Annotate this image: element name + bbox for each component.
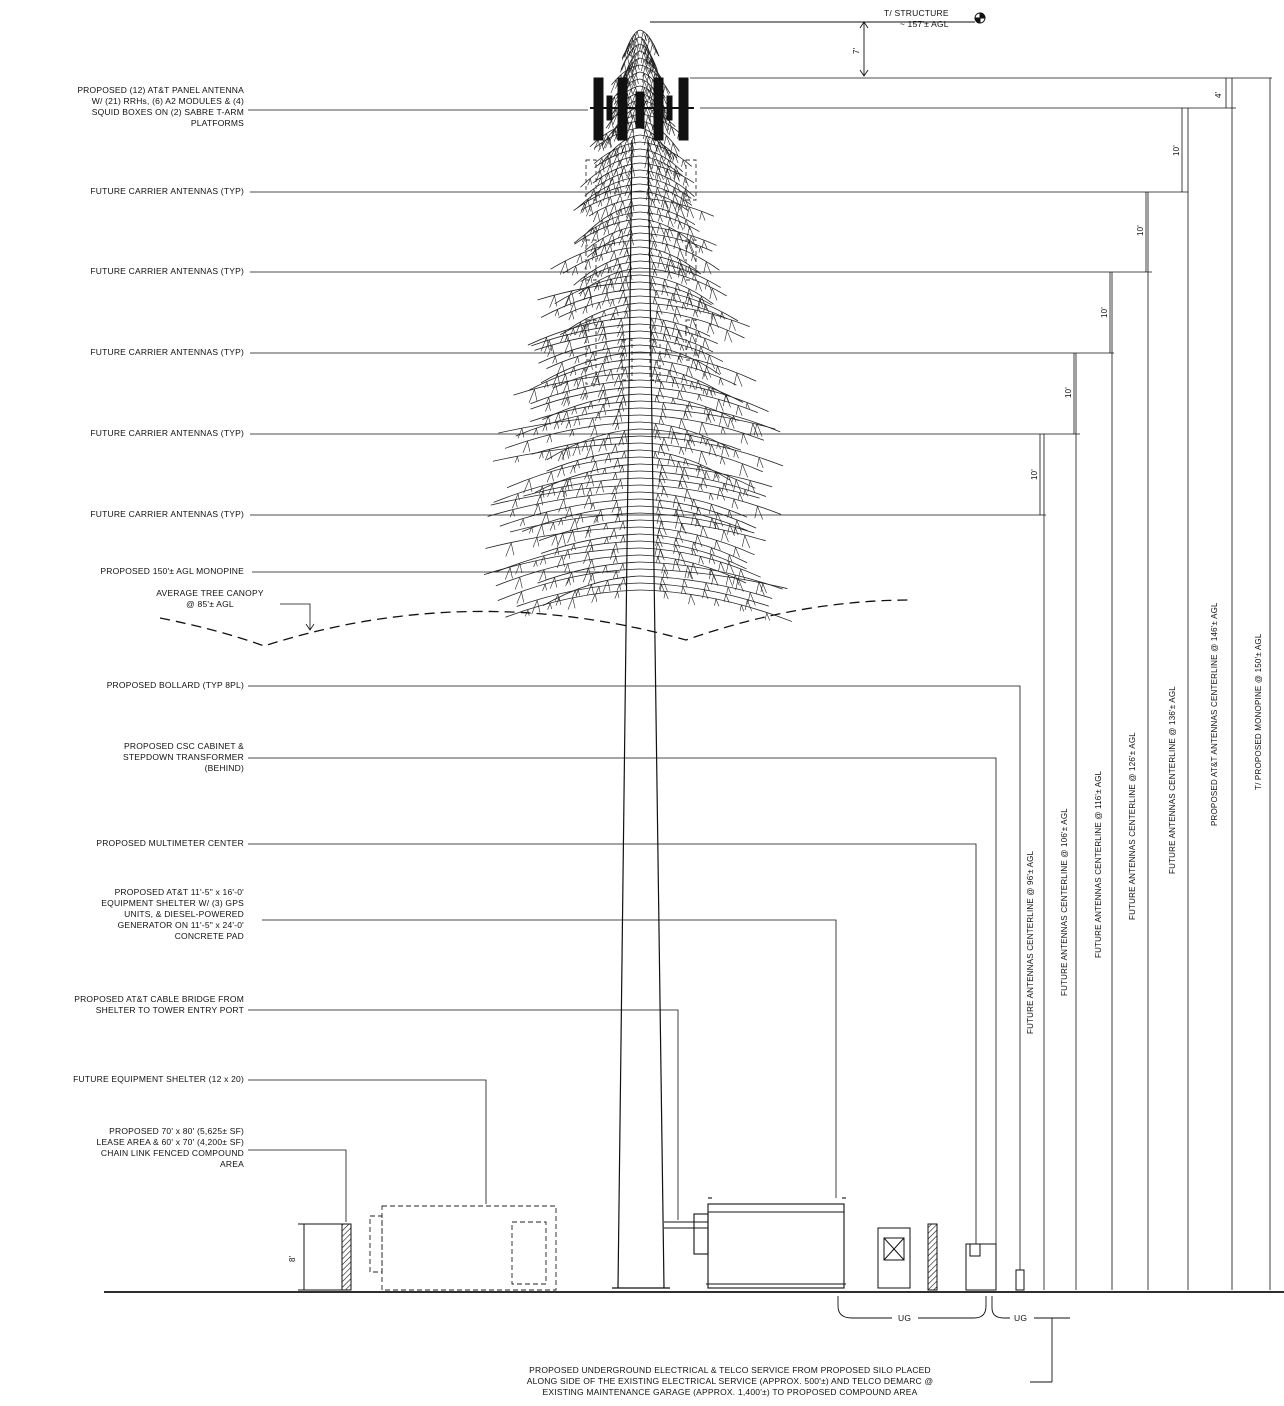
elev-future-96: FUTURE ANTENNAS CENTERLINE @ 96'± AGL	[1026, 850, 1035, 1034]
top-structure-marker	[650, 12, 986, 77]
callout-future-4: FUTURE CARRIER ANTENNAS (TYP)	[90, 428, 244, 438]
dim-10ft-d: 10'	[1064, 386, 1073, 398]
callout-multimeter: PROPOSED MULTIMETER CENTER	[96, 838, 244, 848]
dim-top-7ft: 7'	[852, 47, 861, 54]
dim-att-4ft: 4'	[1214, 91, 1223, 98]
ug-label-1: UG	[898, 1313, 912, 1323]
top-structure-label: T/ STRUCTURE ~ 157'± AGL	[884, 8, 949, 29]
callout-canopy: AVERAGE TREE CANOPY @ 85'± AGL	[156, 588, 264, 609]
underground-service-note: PROPOSED UNDERGROUND ELECTRICAL & TELCO …	[526, 1365, 934, 1397]
elev-future-126: FUTURE ANTENNAS CENTERLINE @ 126'± AGL	[1128, 732, 1137, 920]
future-equipment-shelter	[369, 1205, 557, 1291]
bollard	[1015, 1269, 1025, 1291]
underground-service	[837, 1296, 1070, 1383]
elev-future-136: FUTURE ANTENNAS CENTERLINE @ 136'± AGL	[1168, 686, 1177, 874]
elev-future-116: FUTURE ANTENNAS CENTERLINE @ 116'± AGL	[1094, 770, 1103, 958]
monopine-trunk	[612, 139, 670, 1289]
tree-canopy-line	[159, 599, 913, 647]
callout-cable-bridge: PROPOSED AT&T CABLE BRIDGE FROM SHELTER …	[74, 994, 244, 1015]
canopy-dimension	[280, 603, 315, 631]
csc-cabinet	[877, 1227, 911, 1289]
elev-future-106: FUTURE ANTENNAS CENTERLINE @ 106'± AGL	[1060, 808, 1069, 996]
callout-future-1: FUTURE CARRIER ANTENNAS (TYP)	[90, 186, 244, 196]
multimeter-center	[965, 1243, 997, 1291]
chain-link-fence	[298, 1223, 938, 1291]
callout-shelter: PROPOSED AT&T 11'-5" x 16'-0' EQUIPMENT …	[101, 887, 244, 941]
att-equipment-shelter	[664, 1197, 846, 1289]
future-antennas-dashed	[585, 159, 697, 385]
callout-future-5: FUTURE CARRIER ANTENNAS (TYP)	[90, 509, 244, 519]
elev-att-146: PROPOSED AT&T ANTENNAS CENTERLINE @ 146'…	[1210, 602, 1219, 826]
callout-monopine: PROPOSED 150'± AGL MONOPINE	[100, 566, 244, 576]
callout-leaders	[248, 109, 1188, 1272]
callout-att-antenna: PROPOSED (12) AT&T PANEL ANTENNA W/ (21)…	[77, 85, 244, 128]
callout-future-shelter: FUTURE EQUIPMENT SHELTER (12 x 20)	[73, 1074, 244, 1084]
dim-10ft-a: 10'	[1172, 144, 1181, 156]
callout-future-2: FUTURE CARRIER ANTENNAS (TYP)	[90, 266, 244, 276]
att-panel-antennas	[590, 77, 694, 141]
dim-10ft-b: 10'	[1136, 224, 1145, 236]
callout-bollard: PROPOSED BOLLARD (TYP 8PL)	[106, 680, 244, 690]
dim-10ft-e: 10'	[1030, 468, 1039, 480]
callout-future-3: FUTURE CARRIER ANTENNAS (TYP)	[90, 347, 244, 357]
dim-fence-8ft: 8'	[288, 1255, 297, 1262]
elev-monopine-150: T/ PROPOSED MONOPINE @ 150'± AGL	[1254, 633, 1263, 790]
callout-lease-area: PROPOSED 70' x 80' (5,625± SF) LEASE ARE…	[96, 1126, 244, 1169]
elevation-reference-lines	[690, 77, 1272, 1290]
dim-10ft-c: 10'	[1100, 306, 1109, 318]
callout-csc-cabinet: PROPOSED CSC CABINET & STEPDOWN TRANSFOR…	[123, 741, 244, 773]
ug-label-2: UG	[1014, 1313, 1028, 1323]
